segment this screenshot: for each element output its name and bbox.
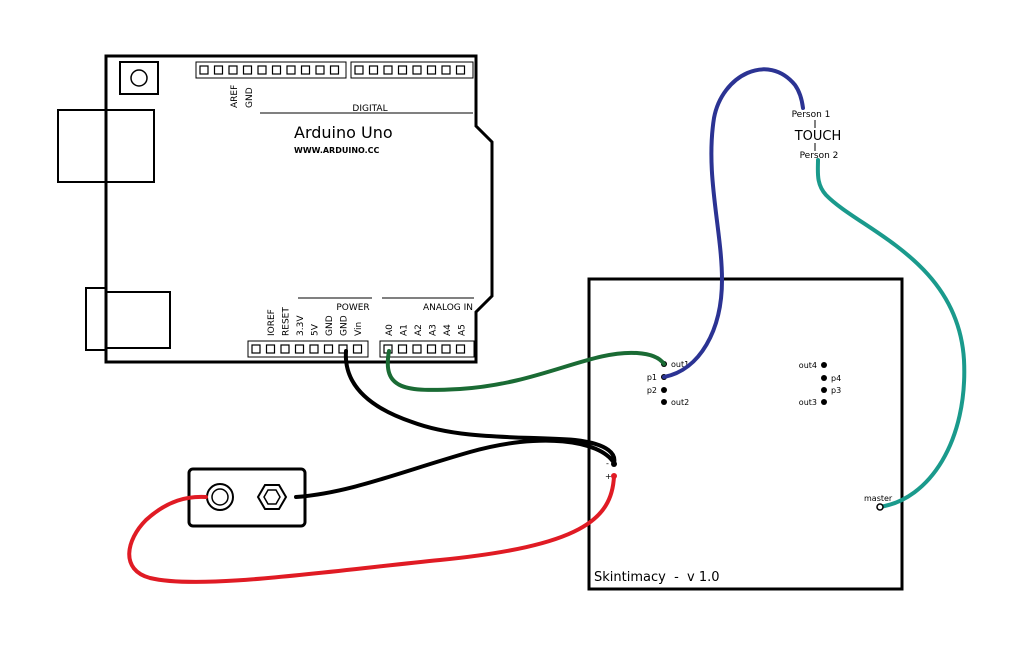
analog-pin-label: A3	[429, 324, 439, 336]
battery-hex-terminal-inner	[263, 489, 281, 505]
analog-label: ANALOG IN	[423, 303, 473, 313]
arduino-title: Arduino Uno	[294, 123, 393, 142]
label-master: master	[864, 494, 893, 503]
label-p1: p1	[647, 373, 657, 382]
label-minus: -	[606, 459, 609, 468]
digital-label: DIGITAL	[352, 104, 387, 114]
power-pin-label: Vin	[354, 322, 364, 336]
pin-p4	[821, 375, 827, 381]
analog-pin-label: A2	[414, 324, 424, 336]
power-pin	[352, 344, 363, 354]
digital-pin	[383, 65, 393, 75]
pin-out3	[821, 399, 827, 405]
digital-pin	[315, 65, 325, 75]
arduino-website: WWW.ARDUINO.CC	[294, 146, 380, 155]
battery-hex-terminal	[256, 484, 288, 510]
pin-out4	[821, 362, 827, 368]
power-pin	[338, 344, 348, 354]
label-out3: out3	[799, 398, 817, 407]
digital-pin	[242, 65, 253, 75]
digital-pin	[257, 65, 267, 75]
analog-pin	[412, 344, 422, 354]
pin-out2	[661, 399, 667, 405]
wire-red	[127, 474, 616, 584]
aref-label: AREF	[230, 85, 240, 108]
power-label: POWER	[336, 303, 369, 313]
label-p3: p3	[831, 386, 841, 395]
power-pin	[280, 344, 290, 354]
label-out4: out4	[799, 361, 817, 370]
power-pin-label: 5V	[311, 323, 321, 336]
wires	[127, 67, 967, 584]
power-jack-body	[105, 291, 171, 349]
power-pin-label: RESET	[282, 307, 292, 336]
battery-round-terminal-inner	[211, 488, 229, 506]
touch-label: TOUCH	[794, 129, 842, 144]
battery-round-terminal	[206, 483, 234, 511]
label-plus: +	[605, 472, 612, 481]
analog-pin	[426, 344, 437, 354]
power-pin-label: IOREF	[267, 309, 277, 336]
pin-p2	[661, 387, 667, 393]
digital-pin	[213, 65, 224, 75]
analog-pin	[455, 344, 466, 354]
pin-p3	[821, 387, 827, 393]
analog-pin-label: A4	[443, 324, 453, 336]
digital-header-1	[195, 61, 347, 79]
digital-pin	[300, 65, 311, 75]
touch-group: Person 1 TOUCH Person 2	[792, 110, 842, 161]
digital-pin	[455, 65, 466, 75]
label-out2: out2	[671, 398, 689, 407]
usb-connector	[57, 109, 155, 183]
reset-button	[119, 61, 159, 95]
digital-pin	[426, 65, 437, 75]
power-pin-label: GND	[340, 315, 350, 336]
power-pin	[294, 344, 305, 354]
analog-pin	[397, 344, 408, 354]
pin-master	[876, 503, 884, 511]
wire-black	[294, 349, 617, 499]
digital-pin	[329, 65, 340, 75]
analog-pin-label: A5	[458, 324, 468, 336]
digital-pin	[354, 65, 364, 75]
digital-pin	[412, 65, 422, 75]
digital-header-2	[350, 61, 474, 79]
digital-pin	[286, 65, 296, 75]
wire-green	[385, 349, 666, 392]
analog-pin	[441, 344, 451, 354]
power-pin	[251, 344, 261, 354]
pin-minus	[611, 461, 617, 467]
board-title: Skintimacy - v 1.0	[594, 570, 720, 585]
digital-pin	[397, 65, 408, 75]
pin-plus	[611, 473, 617, 479]
skintimacy-board: Skintimacy - v 1.0 out1 p1 p2 out2 out4 …	[587, 277, 904, 591]
digital-pin	[228, 65, 238, 75]
label-p4: p4	[831, 374, 841, 383]
digital-pin	[441, 65, 451, 75]
analog-pin-label: A0	[385, 324, 395, 336]
analog-header	[379, 340, 475, 358]
digital-pin	[199, 65, 209, 75]
person1-label: Person 1	[792, 110, 831, 120]
wire-blue	[662, 67, 805, 379]
wire-teal	[815, 158, 967, 509]
power-header	[247, 340, 369, 358]
digital-pin	[271, 65, 282, 75]
analog-pin-label: A1	[400, 324, 410, 336]
reset-button-circle	[130, 69, 148, 87]
arduino-board: DIGITAL AREF GND Arduino Uno WWW.ARDUINO…	[57, 54, 494, 364]
person2-label: Person 2	[800, 151, 839, 161]
label-out1: out1	[671, 360, 689, 369]
gnd-top-label: GND	[245, 87, 255, 108]
power-pin	[309, 344, 319, 354]
power-pin-label: 3.3V	[296, 315, 306, 336]
power-pin	[323, 344, 334, 354]
power-pin-label: GND	[325, 315, 335, 336]
power-jack	[85, 287, 107, 351]
label-p2: p2	[647, 386, 657, 395]
digital-pin	[368, 65, 379, 75]
power-pin	[265, 344, 276, 354]
